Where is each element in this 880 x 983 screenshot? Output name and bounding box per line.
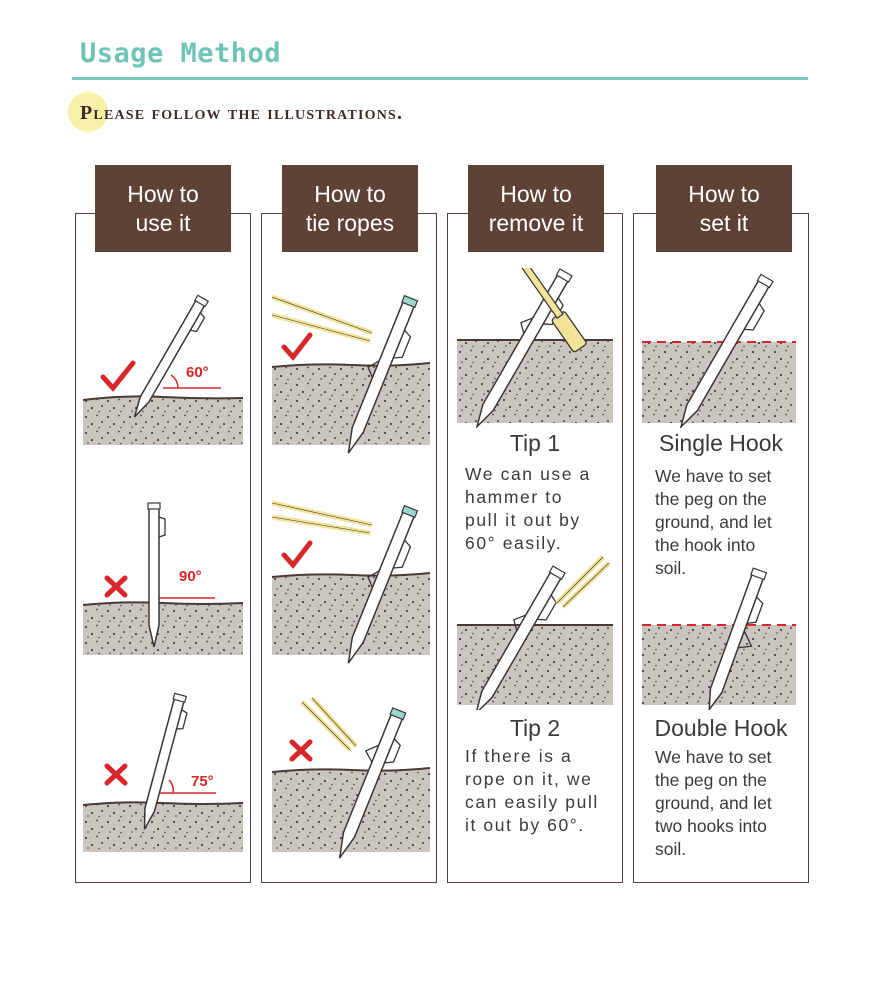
double-hook-body: We have to set the peg on the ground, an…	[655, 747, 772, 859]
illustration-remove-hammer	[457, 268, 613, 428]
illustration-remove-rope	[457, 555, 613, 710]
tip1-title: Tip 1	[509, 430, 561, 456]
angle-label-60: 60°	[186, 364, 209, 381]
header-line-2: use it	[135, 209, 191, 236]
panel-header-how-to-tie: How to tie ropes	[282, 165, 418, 252]
subtitle-accent-dot	[68, 92, 108, 132]
page-title: Usage Method	[80, 38, 282, 69]
angle-label-75: 75°	[191, 773, 214, 790]
header-line-1: How to	[688, 180, 760, 207]
header-line-1: How to	[127, 180, 199, 207]
panel-header-how-to-remove: How to remove it	[468, 165, 604, 252]
header-line-2: tie ropes	[305, 209, 395, 236]
cross-icon	[104, 763, 128, 786]
check-icon	[281, 332, 313, 361]
illustration-rope-wrong	[272, 696, 431, 859]
illustration-single-hook	[642, 273, 796, 428]
illustration-rope-correct-1	[272, 294, 431, 454]
tip2-title: Tip 2	[509, 715, 561, 741]
tip1-body: We can use a hammer to pull it out by 60…	[465, 464, 591, 553]
panel-header-how-to-set: How to set it	[656, 165, 792, 252]
single-hook-body: We have to set the peg on the ground, an…	[655, 466, 772, 578]
double-hook-title: Double Hook	[654, 715, 788, 741]
illustration-angle-90	[83, 502, 243, 655]
single-hook-title: Single Hook	[658, 430, 784, 456]
title-divider	[72, 77, 808, 80]
header-line-1: How to	[314, 180, 386, 207]
angle-label-90: 90°	[179, 568, 202, 585]
check-icon	[100, 360, 136, 392]
check-icon	[281, 540, 313, 569]
illustration-angle-75	[83, 692, 243, 852]
header-line-1: How to	[500, 180, 572, 207]
cross-icon	[104, 575, 128, 598]
page-subtitle: Please follow the illustrations.	[80, 102, 404, 124]
header-line-2: set it	[699, 209, 749, 236]
tip2-body: If there is a rope on it, we can easily …	[465, 746, 599, 835]
cross-icon	[289, 739, 313, 762]
illustration-angle-60	[83, 294, 243, 445]
panel-how-to-set	[633, 213, 809, 883]
illustration-double-hook	[642, 567, 796, 710]
header-line-2: remove it	[488, 209, 584, 236]
panel-header-how-to-use: How to use it	[95, 165, 231, 252]
illustration-rope-correct-2	[272, 500, 431, 664]
